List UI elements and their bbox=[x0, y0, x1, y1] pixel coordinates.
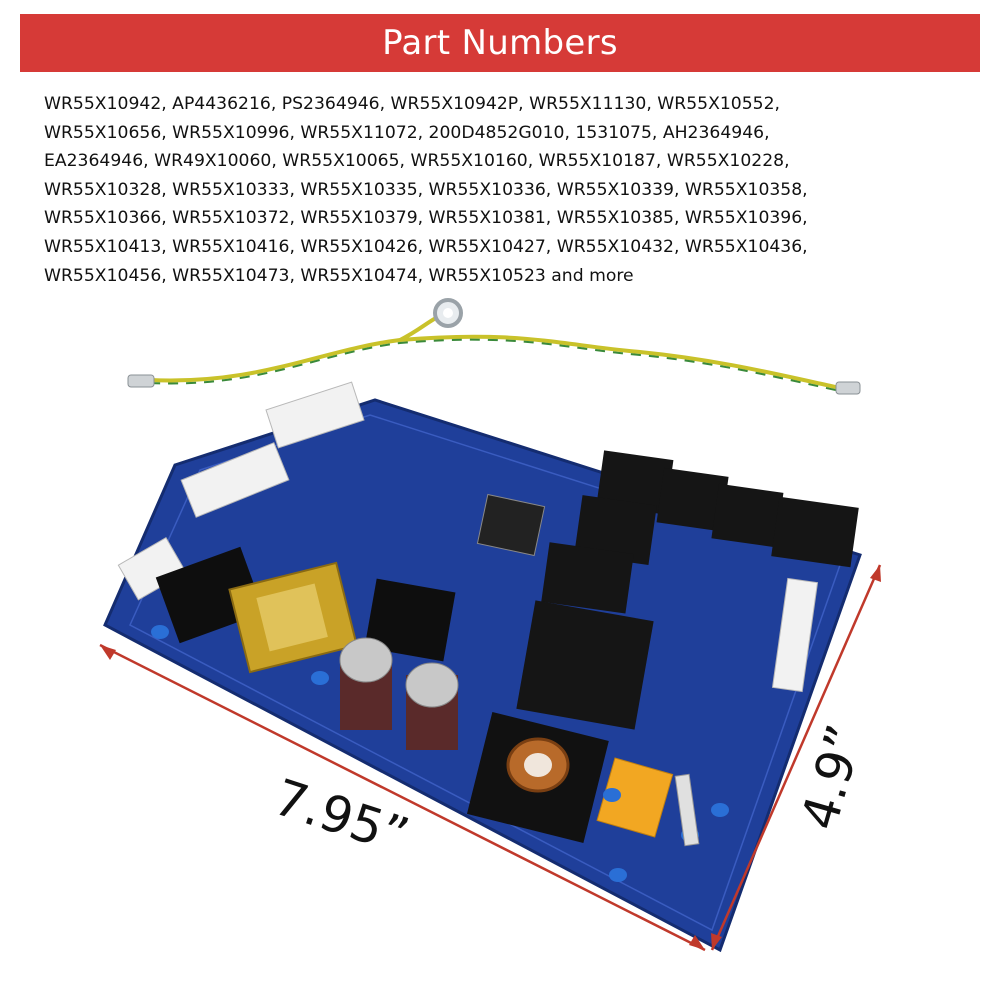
part-numbers-line: WR55X10328, WR55X10333, WR55X10335, WR55… bbox=[44, 179, 808, 200]
header-banner: Part Numbers bbox=[20, 14, 980, 72]
microcontroller-chip bbox=[476, 493, 546, 557]
part-numbers-line: WR55X10413, WR55X10416, WR55X10426, WR55… bbox=[44, 236, 808, 257]
part-numbers-line: WR55X10656, WR55X10996, WR55X11072, 200D… bbox=[44, 122, 770, 143]
part-numbers-line: WR55X10942, AP4436216, PS2364946, WR55X1… bbox=[44, 94, 780, 114]
part-numbers-line: WR55X10366, WR55X10372, WR55X10379, WR55… bbox=[44, 208, 808, 229]
capacitor bbox=[339, 637, 459, 750]
ground-wire bbox=[127, 298, 861, 395]
fuse bbox=[674, 773, 700, 847]
circuit-board bbox=[103, 381, 862, 953]
relay bbox=[516, 450, 859, 730]
wire-terminal bbox=[127, 374, 155, 388]
connector-header bbox=[117, 381, 819, 693]
inductor-coil bbox=[466, 712, 609, 843]
page-title: Part Numbers bbox=[382, 23, 618, 63]
part-numbers-line: EA2364946, WR49X10060, WR55X10065, WR55X… bbox=[44, 151, 790, 172]
part-numbers-line: WR55X10456, WR55X10473, WR55X10474, WR55… bbox=[44, 265, 634, 286]
part-numbers-list: WR55X10942, AP4436216, PS2364946, WR55X1… bbox=[44, 90, 959, 290]
film-capacitor bbox=[596, 757, 674, 838]
heat-sink bbox=[364, 578, 456, 662]
dimension-line-width bbox=[710, 564, 882, 951]
transformer bbox=[228, 561, 358, 674]
dimension-line-length bbox=[99, 643, 706, 952]
wire-terminal bbox=[835, 381, 861, 395]
